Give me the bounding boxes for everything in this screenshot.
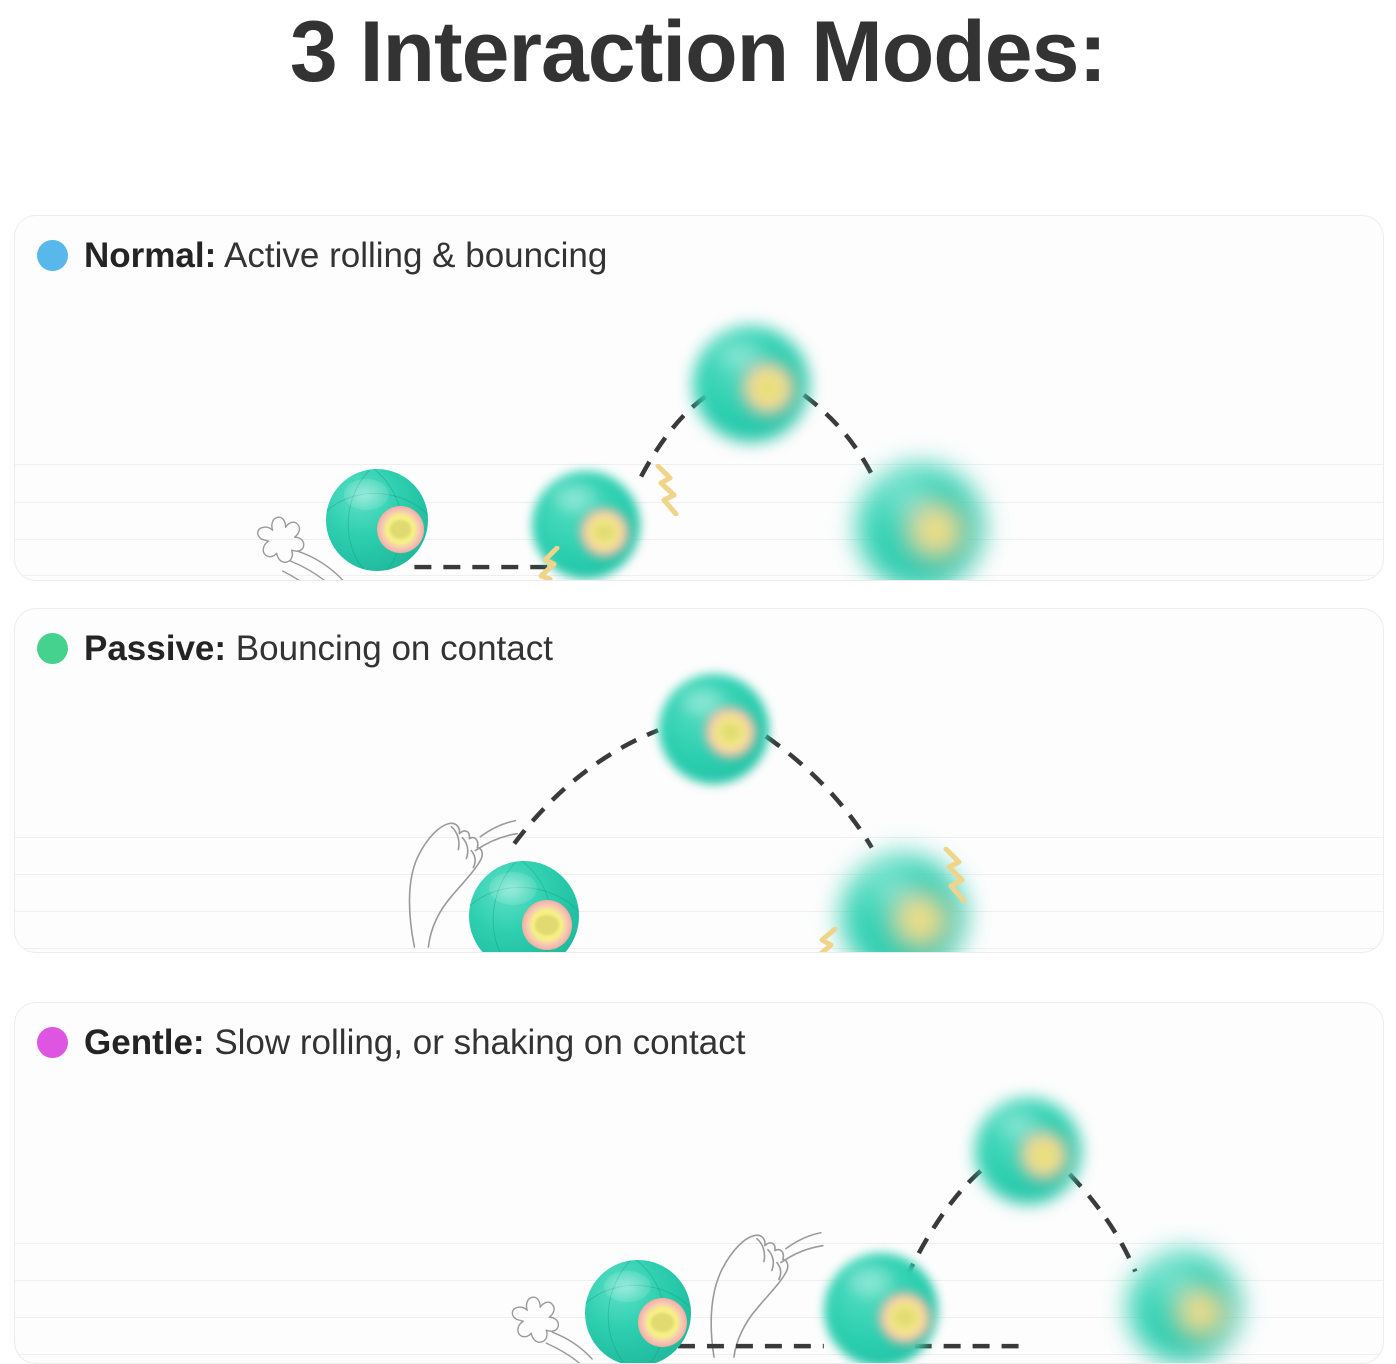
ball-landing (841, 854, 965, 952)
passive-mode-dot (37, 633, 68, 664)
rule-line (15, 1280, 1383, 1281)
rule-line (15, 575, 1383, 576)
mode-description: Bouncing on contact (235, 629, 553, 668)
bounce-path-down (764, 734, 874, 849)
bounce-path-up (512, 728, 659, 845)
mode-card-gentle: Gentle: Slow rolling, or shaking on cont… (14, 1002, 1384, 1364)
rule-line (15, 911, 1383, 912)
page-title: 3 Interaction Modes: (289, 4, 1107, 100)
bounce-path-down (1067, 1172, 1138, 1273)
rule-line (15, 837, 1383, 838)
ball-rolling (326, 469, 428, 571)
rule-line (15, 948, 1383, 949)
mode-card-normal: Normal: Active rolling & bouncing (14, 215, 1384, 581)
rule-line (15, 1317, 1383, 1318)
mode-label-passive: Passive: Bouncing on contact (84, 631, 553, 666)
gentle-mode-dot (37, 1027, 68, 1058)
mode-description: Active rolling & bouncing (224, 236, 608, 275)
mode-label-normal: Normal: Active rolling & bouncing (84, 238, 607, 273)
impact-spark-icon (648, 463, 682, 521)
mode-card-passive: Passive: Bouncing on contact (14, 608, 1384, 953)
mode-header-normal: Normal: Active rolling & bouncing (37, 238, 607, 273)
ball-apex (659, 674, 769, 784)
mode-header-passive: Passive: Bouncing on contact (37, 631, 553, 666)
mode-label-gentle: Gentle: Slow rolling, or shaking on cont… (84, 1025, 745, 1060)
mode-header-gentle: Gentle: Slow rolling, or shaking on cont… (37, 1025, 745, 1060)
ball-rolling (585, 1260, 691, 1363)
ball-apex (975, 1098, 1081, 1204)
ball-landing (857, 464, 983, 580)
rule-line (15, 874, 1383, 875)
ball-contact (469, 861, 579, 952)
rule-line (15, 1354, 1383, 1355)
mode-description: Slow rolling, or shaking on contact (214, 1023, 746, 1062)
rule-line (15, 539, 1383, 540)
rule-line (15, 502, 1383, 503)
bounce-path-down (802, 393, 878, 484)
mode-name: Gentle: (84, 1023, 205, 1062)
rule-line (15, 1243, 1383, 1244)
impact-spark-icon (535, 545, 569, 580)
rule-line (15, 464, 1383, 465)
mode-name: Passive: (84, 629, 227, 668)
mode-name: Normal: (84, 236, 217, 275)
cat-paw-icon (710, 1231, 824, 1358)
impact-spark-icon (937, 846, 971, 908)
ball-landing (1128, 1251, 1240, 1363)
impact-spark-icon (811, 926, 847, 952)
normal-mode-dot (37, 240, 68, 271)
ball-contact (824, 1253, 938, 1363)
ball-apex (693, 326, 809, 442)
